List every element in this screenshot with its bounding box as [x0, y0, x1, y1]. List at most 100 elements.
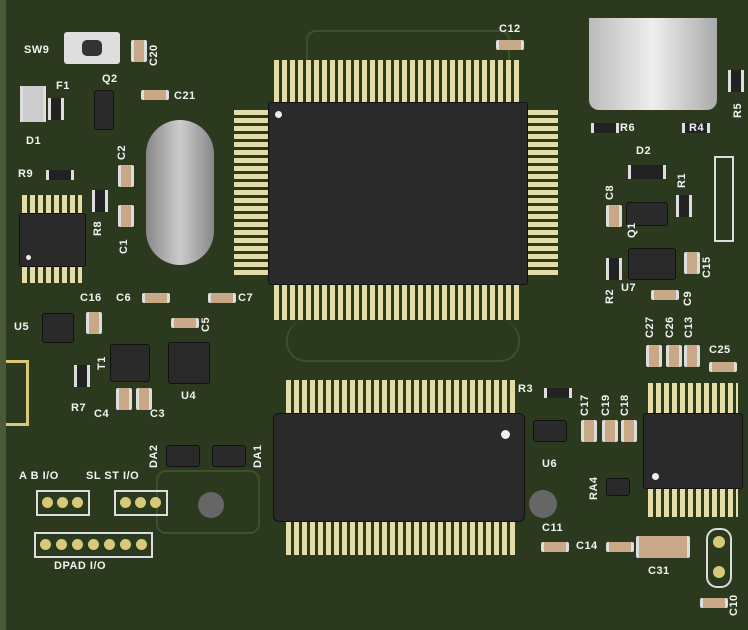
- header-slst-io[interactable]: [114, 490, 168, 516]
- u4-chip: [168, 342, 210, 384]
- label-c7: C7: [238, 292, 254, 304]
- u5-chip: [42, 313, 74, 343]
- ic-pins-top: [22, 195, 82, 213]
- header-ab-io[interactable]: [36, 490, 90, 516]
- t1-transistor: [110, 344, 150, 382]
- label-c3: C3: [150, 408, 166, 420]
- res-r5: [728, 70, 744, 92]
- label-da1: DA1: [252, 444, 264, 468]
- label-c26: C26: [664, 316, 676, 338]
- label-c16: C16: [80, 292, 102, 304]
- u7-chip: [628, 248, 676, 280]
- u6-chip: [273, 413, 525, 522]
- cap-c17: [581, 420, 597, 442]
- cap-c8: [606, 205, 622, 227]
- cap-c4: [116, 388, 132, 410]
- label-c31: C31: [648, 565, 670, 577]
- label-c14: C14: [576, 540, 598, 552]
- header-dpad-io[interactable]: [34, 532, 153, 558]
- label-c4: C4: [94, 408, 110, 420]
- diode-d1: [20, 86, 46, 122]
- cap-c14: [606, 542, 634, 552]
- label-q2: Q2: [102, 73, 118, 85]
- res-r6: [591, 123, 619, 133]
- label-r7: R7: [71, 402, 87, 414]
- label-c8: C8: [604, 184, 616, 200]
- label-c15: C15: [701, 256, 713, 278]
- usb-c-connector: [589, 18, 717, 110]
- da1-chip: [212, 445, 246, 467]
- cap-c25: [709, 362, 737, 372]
- crystal: [146, 120, 214, 265]
- cap-c5: [171, 318, 199, 328]
- cap-c27: [646, 345, 662, 367]
- u6-pins-top: [286, 380, 518, 413]
- label-r8: R8: [92, 220, 104, 236]
- ic-pins-bottom: [22, 265, 82, 283]
- label-c18: C18: [619, 394, 631, 416]
- cap-c31: [636, 536, 690, 558]
- header-c31[interactable]: [706, 528, 732, 588]
- mcu-pins-right: [526, 110, 558, 278]
- ic-chip-left: [19, 213, 86, 267]
- label-r9: R9: [18, 168, 34, 180]
- mcu-pins-left: [234, 110, 268, 278]
- label-c9: C9: [682, 290, 694, 306]
- label-r5: R5: [732, 102, 744, 118]
- label-c19: C19: [600, 394, 612, 416]
- sw9-switch[interactable]: [64, 32, 120, 64]
- label-c17: C17: [579, 394, 591, 416]
- cap-c21: [141, 90, 169, 100]
- q1-transistor: [626, 202, 668, 226]
- cap-c20: [131, 40, 147, 62]
- label-u4: U4: [181, 390, 197, 402]
- label-c20: C20: [148, 44, 160, 66]
- ic-pins-bottom: [648, 487, 738, 517]
- header-right[interactable]: [714, 156, 734, 242]
- label-q1: Q1: [626, 222, 638, 238]
- cap-c13: [684, 345, 700, 367]
- cap-c16: [86, 312, 102, 334]
- cap-c10: [700, 598, 728, 608]
- label-r4: R4: [689, 122, 705, 134]
- u6-pins-bottom: [286, 520, 518, 555]
- label-c12: C12: [499, 23, 521, 35]
- label-c21: C21: [174, 90, 196, 102]
- label-c1: C1: [118, 238, 130, 254]
- label-c13: C13: [683, 316, 695, 338]
- cap-c9: [651, 290, 679, 300]
- ra4-array: [606, 478, 630, 496]
- label-c2: C2: [116, 144, 128, 160]
- cap-c26: [666, 345, 682, 367]
- u6-reg: [533, 420, 567, 442]
- res-r9: [46, 170, 74, 180]
- label-da2: DA2: [148, 444, 160, 468]
- res-r7: [74, 365, 90, 387]
- label-d2: D2: [636, 145, 652, 157]
- res-r4: [682, 123, 710, 133]
- trace: [286, 320, 520, 362]
- label-u5: U5: [14, 321, 30, 333]
- diode-d2: [628, 165, 666, 179]
- ic-chip-right: [643, 413, 743, 489]
- res-r8: [92, 190, 108, 212]
- cap-c6: [142, 293, 170, 303]
- res-r2: [606, 258, 622, 280]
- mcu-pins-bottom: [274, 283, 522, 320]
- label-sw9: SW9: [24, 44, 50, 56]
- label-c5: C5: [200, 316, 212, 332]
- cap-c11: [541, 542, 569, 552]
- cap-c2: [118, 165, 134, 187]
- label-c6: C6: [116, 292, 132, 304]
- da2-chip: [166, 445, 200, 467]
- cap-c15: [684, 252, 700, 274]
- label-ab-io: A B I/O: [19, 470, 59, 482]
- label-c25: C25: [709, 344, 731, 356]
- label-c10: C10: [728, 594, 740, 616]
- label-r6: R6: [620, 122, 636, 134]
- mounting-hole: [198, 492, 224, 518]
- label-t1: T1: [96, 356, 108, 370]
- label-r1: R1: [676, 172, 688, 188]
- cap-c7: [208, 293, 236, 303]
